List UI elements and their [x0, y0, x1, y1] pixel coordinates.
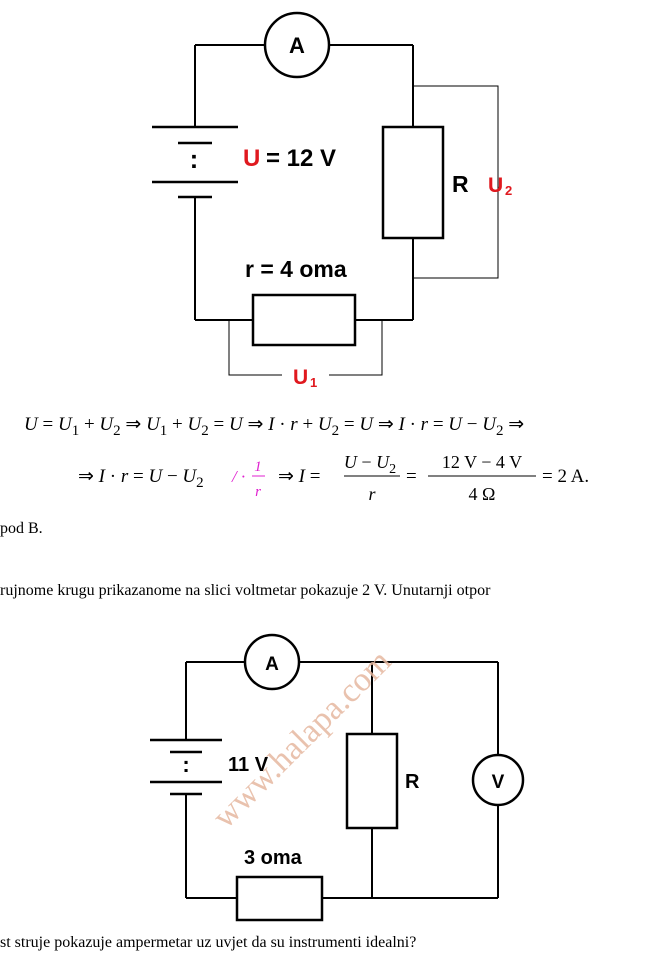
u1-label-sub: 1: [310, 375, 317, 390]
source-value: = 12 V: [266, 145, 336, 172]
source-u-label: U: [243, 145, 260, 172]
svg-text:1: 1: [254, 459, 262, 475]
circuit-1: [152, 11, 499, 376]
voltage-bracket-u1-right: [329, 320, 383, 376]
resistor-r-label-2: R: [405, 771, 420, 793]
battery-dots-2: :: [182, 752, 189, 777]
u2-label-main: U: [488, 174, 503, 197]
u2-label-sub: 2: [505, 183, 512, 198]
ammeter-icon: [263, 11, 331, 79]
u1-label-main: U: [293, 366, 308, 389]
circuit-2: [150, 633, 525, 922]
fraction2-denominator: 4 Ω: [469, 484, 496, 504]
battery-dots: :: [190, 144, 199, 174]
equation-2: ⇒ I · r = U − U2 / · 1 r ⇒ I = U − U2 r …: [78, 452, 589, 504]
resistor-r: [251, 293, 357, 347]
resistor-R: [381, 125, 445, 240]
internal-resistance-label: r = 4 oma: [245, 256, 347, 282]
ammeter-label-2: A: [265, 654, 279, 675]
magenta-factor: / ·: [231, 467, 245, 486]
svg-text:⇒ I · r = U − U2: ⇒ I · r = U − U2: [78, 466, 204, 491]
equation-1: U = U1 + U2 ⇒ U1 + U2 = U ⇒ I · r + U2 =…: [24, 414, 524, 439]
result: = 2 A.: [542, 466, 589, 487]
voltage-bracket-u2: [413, 85, 499, 279]
svg-text:⇒ I =: ⇒ I =: [278, 466, 320, 487]
resistor-r: [235, 875, 324, 922]
answer-line: pod B.: [0, 520, 43, 537]
question-line-2: st struje pokazuje ampermetar uz uvjet d…: [0, 934, 417, 951]
source-value-2: 11 V: [228, 754, 269, 776]
svg-text:r: r: [368, 484, 376, 504]
svg-text:r: r: [255, 484, 261, 500]
ammeter-label: A: [289, 33, 305, 58]
resistor-R: [345, 732, 399, 830]
question-line-1: rujnome krugu prikazanome na slici voltm…: [0, 582, 491, 599]
internal-resistance-label-2: 3 oma: [244, 847, 303, 869]
voltmeter-icon: [471, 753, 525, 807]
svg-text:=: =: [406, 466, 417, 487]
voltmeter-label: V: [492, 772, 505, 793]
watermark: www.halapa.com: [205, 643, 398, 836]
ammeter-icon: [243, 633, 301, 691]
fraction2-numerator: 12 V − 4 V: [442, 452, 522, 472]
svg-text:U = U1 + U2 ⇒ U1 + U2 = U ⇒: U = U1 + U2 ⇒ U1 + U2 = U ⇒ I · r + U2 =…: [24, 414, 524, 439]
voltage-bracket-u1-left: [228, 320, 282, 376]
resistor-r-label: R: [452, 171, 469, 197]
svg-text:U − U2: U − U2: [344, 452, 396, 477]
